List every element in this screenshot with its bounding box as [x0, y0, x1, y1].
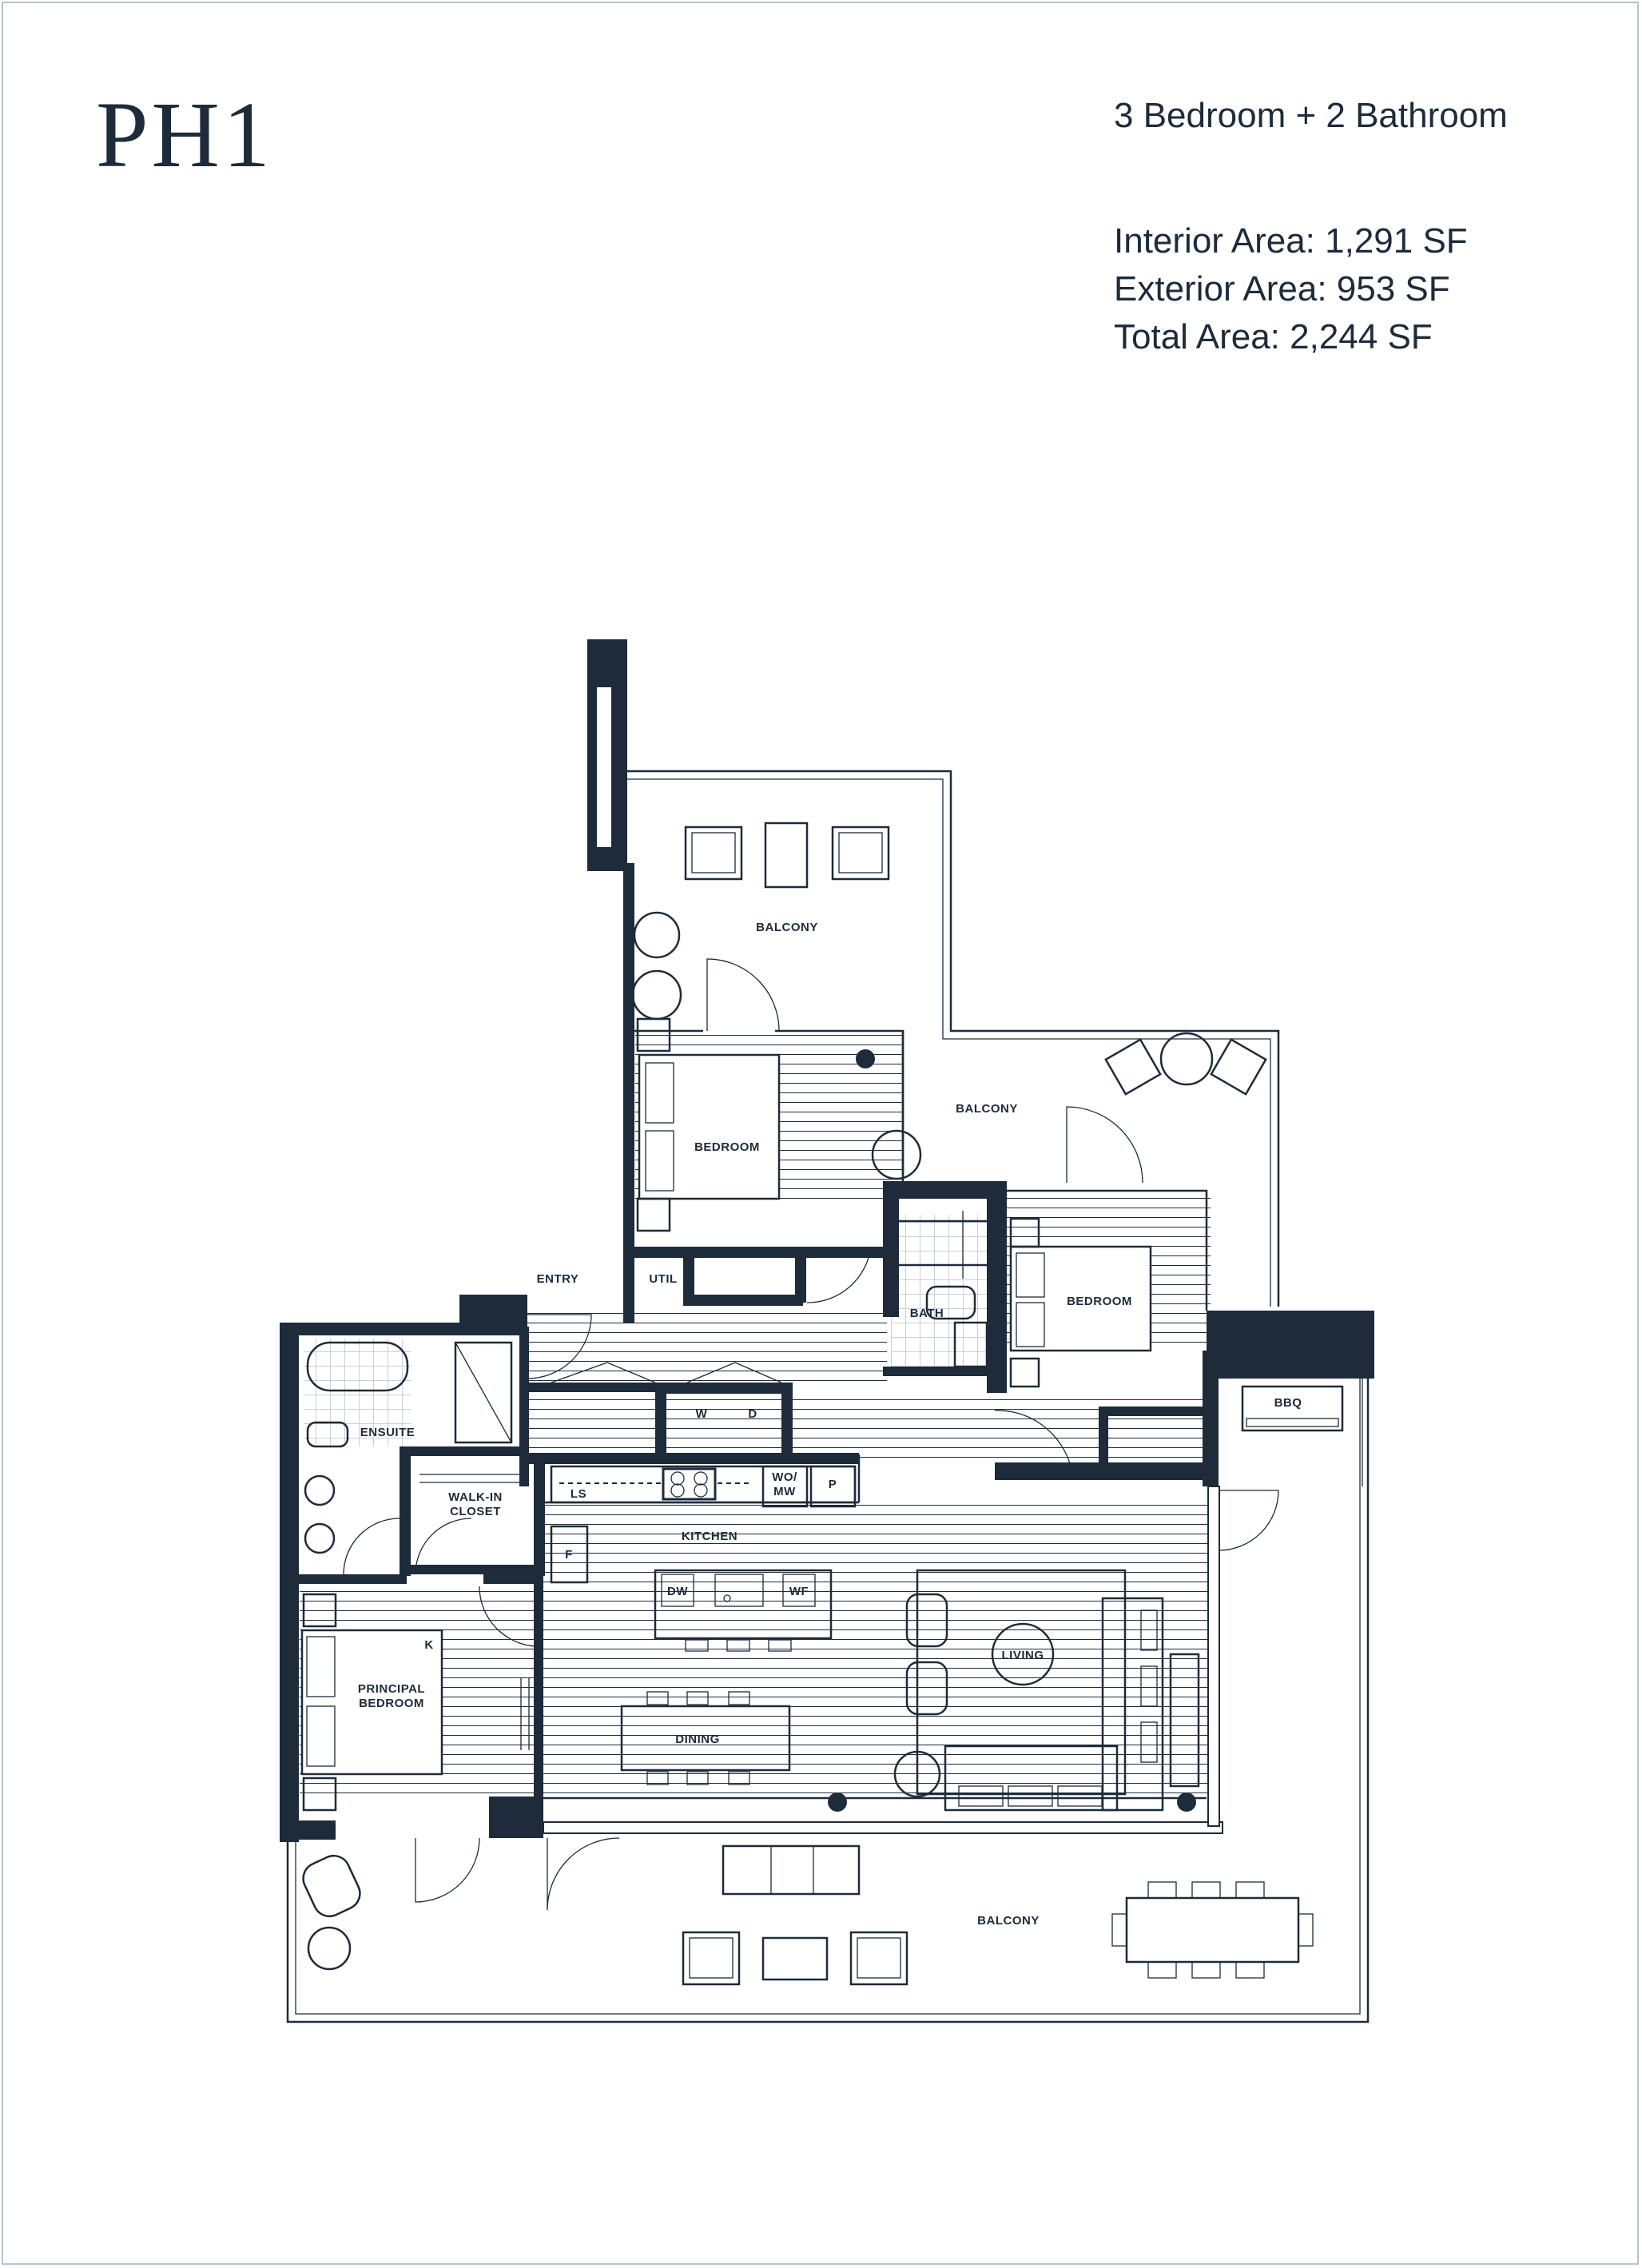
label-principal-bedroom-1: PRINCIPAL: [358, 1682, 425, 1696]
label-fridge: F: [565, 1548, 573, 1562]
closet-rods: [419, 1474, 530, 1750]
unit-title: PH1: [96, 82, 273, 187]
label-balcony-south: BALCONY: [977, 1914, 1040, 1928]
bbq-unit: [1241, 1379, 1363, 1486]
area-list: Interior Area: 1,291 SF Exterior Area: 9…: [1114, 217, 1468, 361]
label-ensuite: ENSUITE: [360, 1426, 415, 1439]
label-living: LIVING: [1001, 1649, 1044, 1662]
dining-table: [620, 1691, 847, 1812]
label-dishwasher: DW: [667, 1585, 688, 1598]
exterior-area: Exterior Area: 953 SF: [1114, 269, 1450, 308]
label-closet-mark: K: [424, 1638, 433, 1652]
label-entry: ENTRY: [537, 1272, 579, 1286]
interior-area: Interior Area: 1,291 SF: [1114, 221, 1468, 261]
doors: [343, 958, 1279, 1911]
label-principal-bedroom-2: BEDROOM: [359, 1697, 424, 1710]
label-washer: W: [696, 1407, 708, 1421]
bath-fixtures: [895, 1220, 992, 1368]
kitchen-living-floor: [543, 1502, 1215, 1798]
ensuite-tile: [304, 1339, 411, 1446]
principal-bed: [300, 1593, 443, 1812]
label-bedroom-east: BEDROOM: [1067, 1295, 1132, 1308]
label-wall-oven-2: MW: [773, 1485, 796, 1498]
bath-tile: [891, 1215, 991, 1371]
label-balcony-north: BALCONY: [756, 921, 818, 934]
bedroom-east-bed: [1009, 1217, 1152, 1388]
unit-configuration: 3 Bedroom + 2 Bathroom: [1114, 96, 1508, 135]
label-linen-storage: LS: [571, 1487, 586, 1501]
label-dryer: D: [748, 1407, 757, 1421]
label-util: UTIL: [649, 1272, 677, 1286]
label-wall-oven-1: WO/: [772, 1470, 797, 1484]
balcony-south-furniture: [302, 1844, 1314, 1986]
walls: [280, 639, 1374, 1842]
label-bbq: BBQ: [1274, 1396, 1302, 1410]
label-walk-in-closet-1: WALK-IN: [448, 1490, 503, 1504]
label-walk-in-closet-2: CLOSET: [450, 1505, 501, 1518]
kitchen-fixtures: [550, 1465, 857, 1652]
living-furniture: [893, 1569, 1200, 1812]
balcony-north: [627, 770, 1280, 1307]
ensuite-fixtures: [304, 1341, 513, 1554]
entry-floor: [527, 1311, 887, 1383]
label-bedroom-north: BEDROOM: [694, 1140, 760, 1154]
label-dining: DINING: [675, 1733, 720, 1746]
bedroom-north-bed: [636, 1017, 875, 1232]
label-bath: BATH: [910, 1307, 944, 1320]
label-pantry: P: [829, 1478, 837, 1491]
label-kitchen: KITCHEN: [682, 1530, 738, 1543]
total-area: Total Area: 2,244 SF: [1114, 317, 1433, 356]
hall-floor: [523, 1391, 1207, 1462]
label-balcony-east: BALCONY: [956, 1102, 1018, 1116]
label-water-filter: WF: [789, 1585, 809, 1598]
